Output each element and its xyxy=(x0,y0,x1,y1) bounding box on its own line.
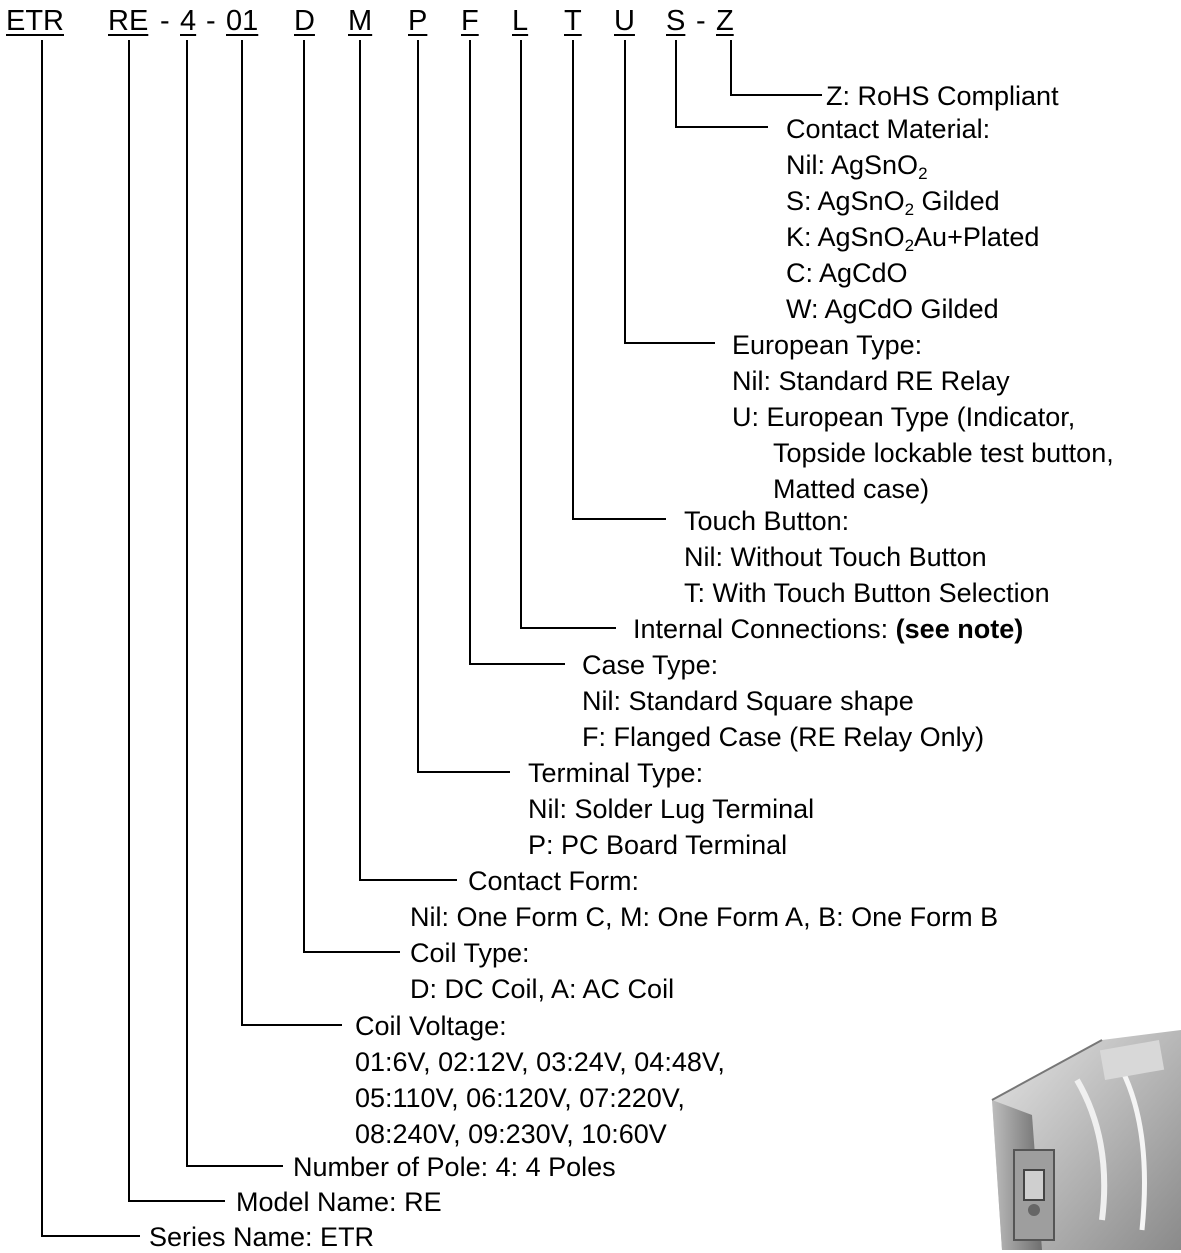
desc-contact-form-options: Nil: One Form C, M: One Form A, B: One F… xyxy=(410,902,999,932)
desc-rohs: Z: RoHS Compliant xyxy=(826,81,1059,111)
desc-pole: Number of Pole: 4: 4 Poles xyxy=(293,1152,616,1182)
code-rohs: Z xyxy=(716,5,734,37)
desc-voltage-line1: 01:6V, 02:12V, 03:24V, 04:48V, xyxy=(355,1047,725,1077)
code-dash-3: - xyxy=(696,5,706,37)
code-model: RE xyxy=(108,5,149,37)
code-dash-1: - xyxy=(160,5,170,37)
desc-european-nil: Nil: Standard RE Relay xyxy=(732,366,1010,396)
desc-terminal-p: P: PC Board Terminal xyxy=(528,830,788,860)
desc-contact-form-title: Contact Form: xyxy=(468,866,640,896)
code-material: S xyxy=(666,5,686,37)
code-voltage: 01 xyxy=(226,5,259,37)
desc-coil-type-title: Coil Type: xyxy=(410,938,530,968)
desc-model: Model Name: RE xyxy=(236,1187,442,1217)
code-internal: L xyxy=(512,5,529,37)
desc-european-u2: Topside lockable test button, xyxy=(773,438,1114,468)
see-note: (see note) xyxy=(895,614,1024,644)
code-touch: T xyxy=(564,5,582,37)
desc-coil-type-options: D: DC Coil, A: AC Coil xyxy=(410,974,675,1004)
relay-photo xyxy=(982,1020,1181,1250)
code-series: ETR xyxy=(6,5,64,37)
code-contact-form: M xyxy=(348,5,373,37)
code-case: F xyxy=(461,5,479,37)
desc-case-title: Case Type: xyxy=(582,650,719,680)
desc-european-u3: Matted case) xyxy=(773,474,930,504)
desc-touch-nil: Nil: Without Touch Button xyxy=(684,542,987,572)
code-pole: 4 xyxy=(180,5,197,37)
desc-material-nil: Nil: AgSnO2 xyxy=(786,150,928,183)
desc-case-nil: Nil: Standard Square shape xyxy=(582,686,914,716)
desc-internal: Internal Connections: (see note) xyxy=(633,614,1024,644)
desc-series: Series Name: ETR xyxy=(149,1222,375,1252)
desc-voltage-line3: 08:240V, 09:230V, 10:60V xyxy=(355,1119,667,1149)
desc-terminal-title: Terminal Type: xyxy=(528,758,704,788)
desc-material-s: S: AgSnO2 Gilded xyxy=(786,186,1000,219)
code-coil-type: D xyxy=(294,5,315,37)
desc-european-u1: U: European Type (Indicator, xyxy=(732,402,1076,432)
desc-case-f: F: Flanged Case (RE Relay Only) xyxy=(582,722,985,752)
desc-material-k: K: AgSnO2Au+Plated xyxy=(786,222,1040,255)
code-terminal: P xyxy=(408,5,428,37)
desc-material-w: W: AgCdO Gilded xyxy=(786,294,999,324)
desc-voltage-line2: 05:110V, 06:120V, 07:220V, xyxy=(355,1083,685,1113)
desc-terminal-nil: Nil: Solder Lug Terminal xyxy=(528,794,815,824)
desc-material-title: Contact Material: xyxy=(786,114,991,144)
desc-material-c: C: AgCdO xyxy=(786,258,908,288)
desc-touch-title: Touch Button: xyxy=(684,506,850,536)
desc-european-title: European Type: xyxy=(732,330,923,360)
code-dash-2: - xyxy=(206,5,216,37)
desc-voltage-title: Coil Voltage: xyxy=(355,1011,507,1041)
desc-touch-t: T: With Touch Button Selection xyxy=(684,578,1050,608)
code-european: U xyxy=(614,5,635,37)
